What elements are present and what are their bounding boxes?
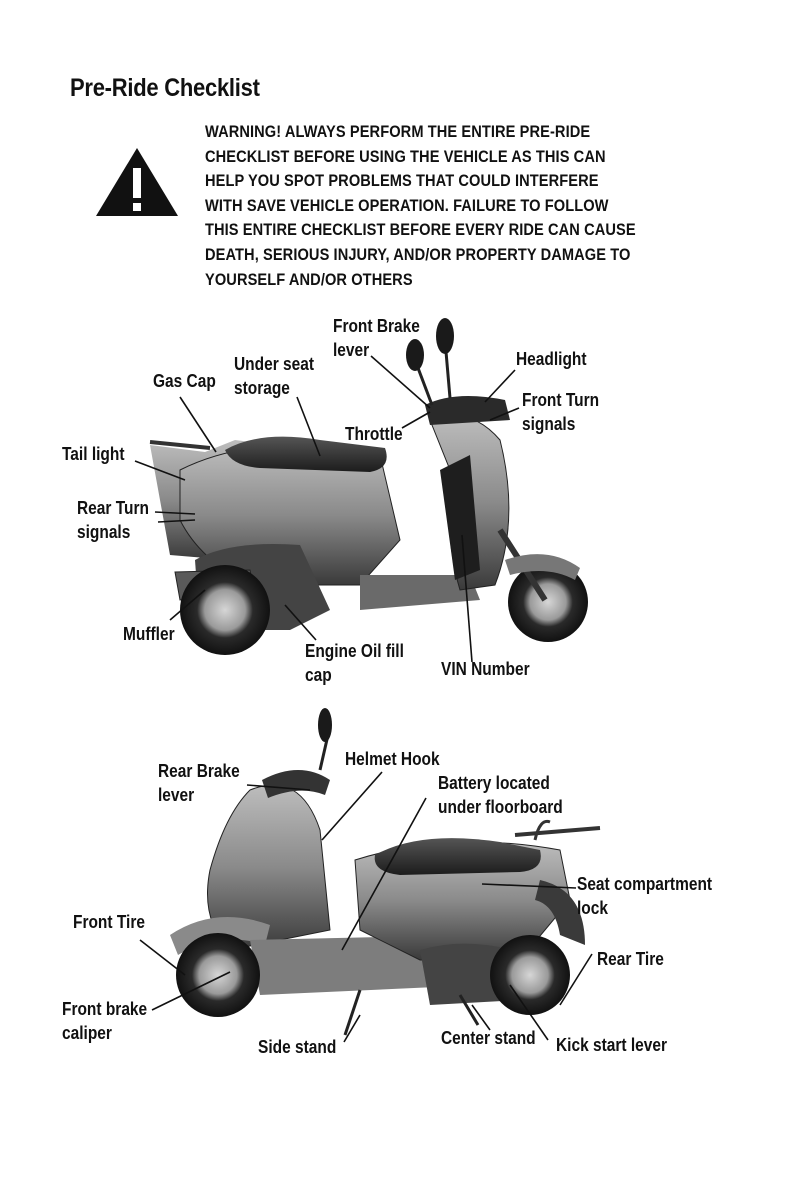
warning-line: DEATH, SERIOUS INJURY, AND/OR PROPERTY D… [205,244,631,264]
leader-lines-bottom [139,771,593,1043]
scooter-left-side-image [170,708,601,1036]
label-seat-compartment-lock: Seat compartment lock [577,874,713,918]
label-battery: Battery located under floorboard [438,773,563,817]
label-front-tire: Front Tire [73,912,145,932]
label-vin-number: VIN Number [441,659,530,679]
warning-triangle-icon [96,148,178,216]
label-front-brake-caliper: Front brake caliper [62,999,148,1043]
label-front-brake-lever: Front Brake lever [333,316,420,360]
label-gas-cap: Gas Cap [153,371,216,391]
warning-line: YOURSELF AND/OR OTHERS [205,269,413,289]
label-rear-turn-signals: Rear Turn signals [77,498,149,542]
label-side-stand: Side stand [258,1037,337,1057]
label-muffler: Muffler [123,624,175,644]
leader-lines-top [134,355,520,663]
warning-text: WARNING! ALWAYS PERFORM THE ENTIRE PRE-R… [205,120,687,292]
label-rear-brake-lever: Rear Brake lever [158,761,240,805]
warning-line: THIS ENTIRE CHECKLIST BEFORE EVERY RIDE … [205,220,636,240]
warning-line: CHECKLIST BEFORE USING THE VEHICLE AS TH… [205,146,606,166]
label-engine-oil-fill-cap: Engine Oil fill cap [305,641,404,685]
label-front-turn-signals: Front Turn signals [522,390,600,434]
label-kick-start-lever: Kick start lever [556,1035,668,1055]
label-throttle: Throttle [345,424,403,444]
warning-line: HELP YOU SPOT PROBLEMS THAT COULD INTERF… [205,171,599,191]
label-center-stand: Center stand [441,1028,536,1048]
label-under-seat-storage: Under seat storage [234,354,315,398]
label-headlight: Headlight [516,349,587,369]
label-tail-light: Tail light [62,444,125,464]
page-title: Pre-Ride Checklist [70,74,260,102]
warning-line: WARNING! ALWAYS PERFORM THE ENTIRE PRE-R… [205,122,591,141]
label-helmet-hook: Helmet Hook [345,749,440,769]
label-rear-tire: Rear Tire [597,949,664,969]
warning-line: WITH SAVE VEHICLE OPERATION. FAILURE TO … [205,195,609,215]
scooter-right-side-image [149,318,588,655]
